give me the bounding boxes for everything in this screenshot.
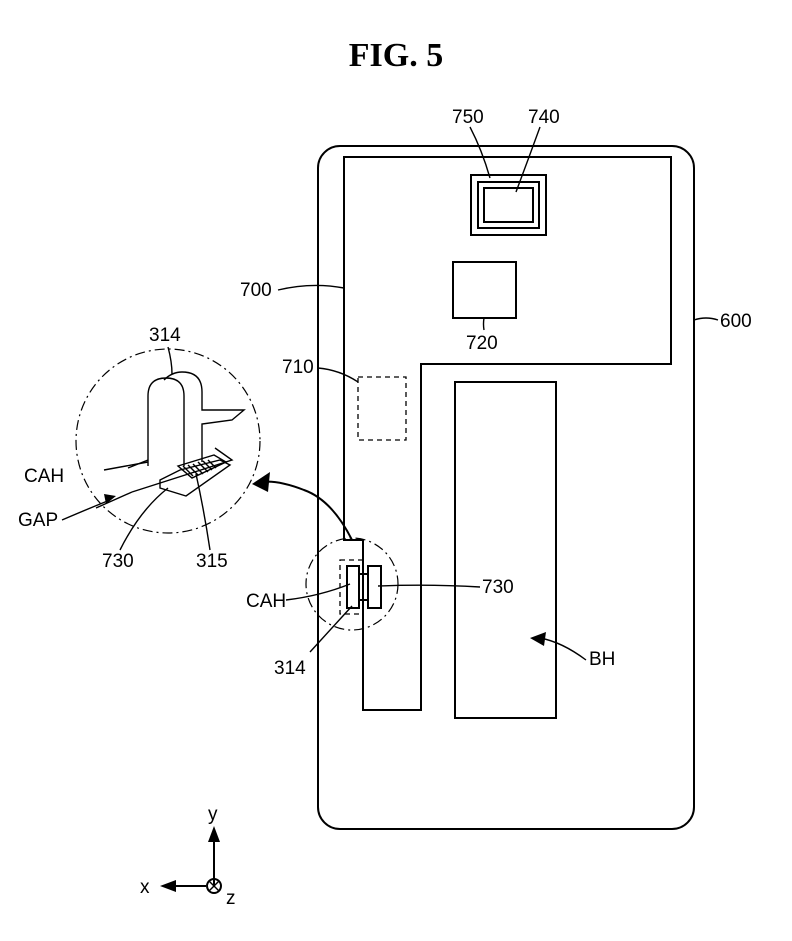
camera-bracket-750 <box>470 174 547 236</box>
figure-title: FIG. 5 <box>349 37 443 74</box>
camera-frame-750-inner <box>477 181 540 229</box>
leader-730-main <box>377 584 481 588</box>
detail-arrow-head <box>252 472 270 492</box>
label-740: 740 <box>528 107 560 128</box>
axis-label-y: y <box>208 804 218 825</box>
leader-600 <box>693 317 719 321</box>
detail-arrow <box>261 480 353 541</box>
region-710 <box>357 376 407 441</box>
connector-730 <box>367 565 382 609</box>
leader-750 <box>469 126 491 179</box>
cable-314-detail <box>147 377 185 466</box>
label-730-detail: 730 <box>102 551 134 572</box>
leader-315 <box>195 473 211 551</box>
z-cross-2 <box>208 880 220 892</box>
connector-730-detail <box>159 459 232 497</box>
leader-gap <box>61 499 111 521</box>
label-314-main: 314 <box>274 658 306 679</box>
label-730-main: 730 <box>482 577 514 598</box>
coordinate-axes: y x z <box>140 804 236 909</box>
battery-hole <box>454 381 557 719</box>
terminal-stripe-5 <box>202 460 213 471</box>
x-axis-arrow <box>160 880 176 892</box>
label-cah-detail: CAH <box>24 466 64 487</box>
gap-edge-lower <box>95 491 133 509</box>
label-720: 720 <box>466 333 498 354</box>
camera-lens-740 <box>483 187 534 223</box>
terminal-stripe-4 <box>197 461 209 473</box>
cah-leader-detail <box>103 461 149 471</box>
axis-label-z: z <box>226 888 236 909</box>
label-710: 710 <box>282 357 314 378</box>
label-bh: BH <box>589 649 615 670</box>
leader-cah-main <box>285 583 351 601</box>
cable-314 <box>346 565 360 609</box>
leader-700 <box>277 284 345 291</box>
terminal-stripe-2 <box>187 464 199 476</box>
y-axis-arrow <box>208 826 220 842</box>
detail-circle-large <box>75 348 261 534</box>
housing-600 <box>317 145 695 830</box>
gap-arrow-head <box>104 494 116 504</box>
leader-314-detail <box>167 346 173 375</box>
leader-314-main <box>309 605 353 653</box>
cable-314-fold <box>163 371 246 462</box>
label-600: 600 <box>720 311 752 332</box>
label-700: 700 <box>240 280 272 301</box>
leader-740 <box>515 126 541 193</box>
terminal-stripe-1 <box>182 465 194 477</box>
label-314-detail: 314 <box>149 325 181 346</box>
label-cah-main: CAH <box>246 591 286 612</box>
label-315: 315 <box>196 551 228 572</box>
gap-board-edge <box>131 447 234 493</box>
axis-label-x: x <box>140 877 150 898</box>
detail-circle-small <box>305 537 399 631</box>
label-gap: GAP <box>18 510 58 531</box>
terminal-stripe-6 <box>207 459 217 469</box>
label-750: 750 <box>452 107 484 128</box>
leader-730-detail <box>119 487 169 551</box>
board-700 <box>343 156 672 711</box>
component-720 <box>452 261 517 319</box>
terminal-stripe-3 <box>192 463 204 475</box>
leader-720 <box>482 317 485 331</box>
bh-arrow-head <box>530 632 546 646</box>
z-axis-circle <box>206 878 222 894</box>
leader-bh <box>539 637 587 661</box>
leader-710 <box>317 367 359 383</box>
